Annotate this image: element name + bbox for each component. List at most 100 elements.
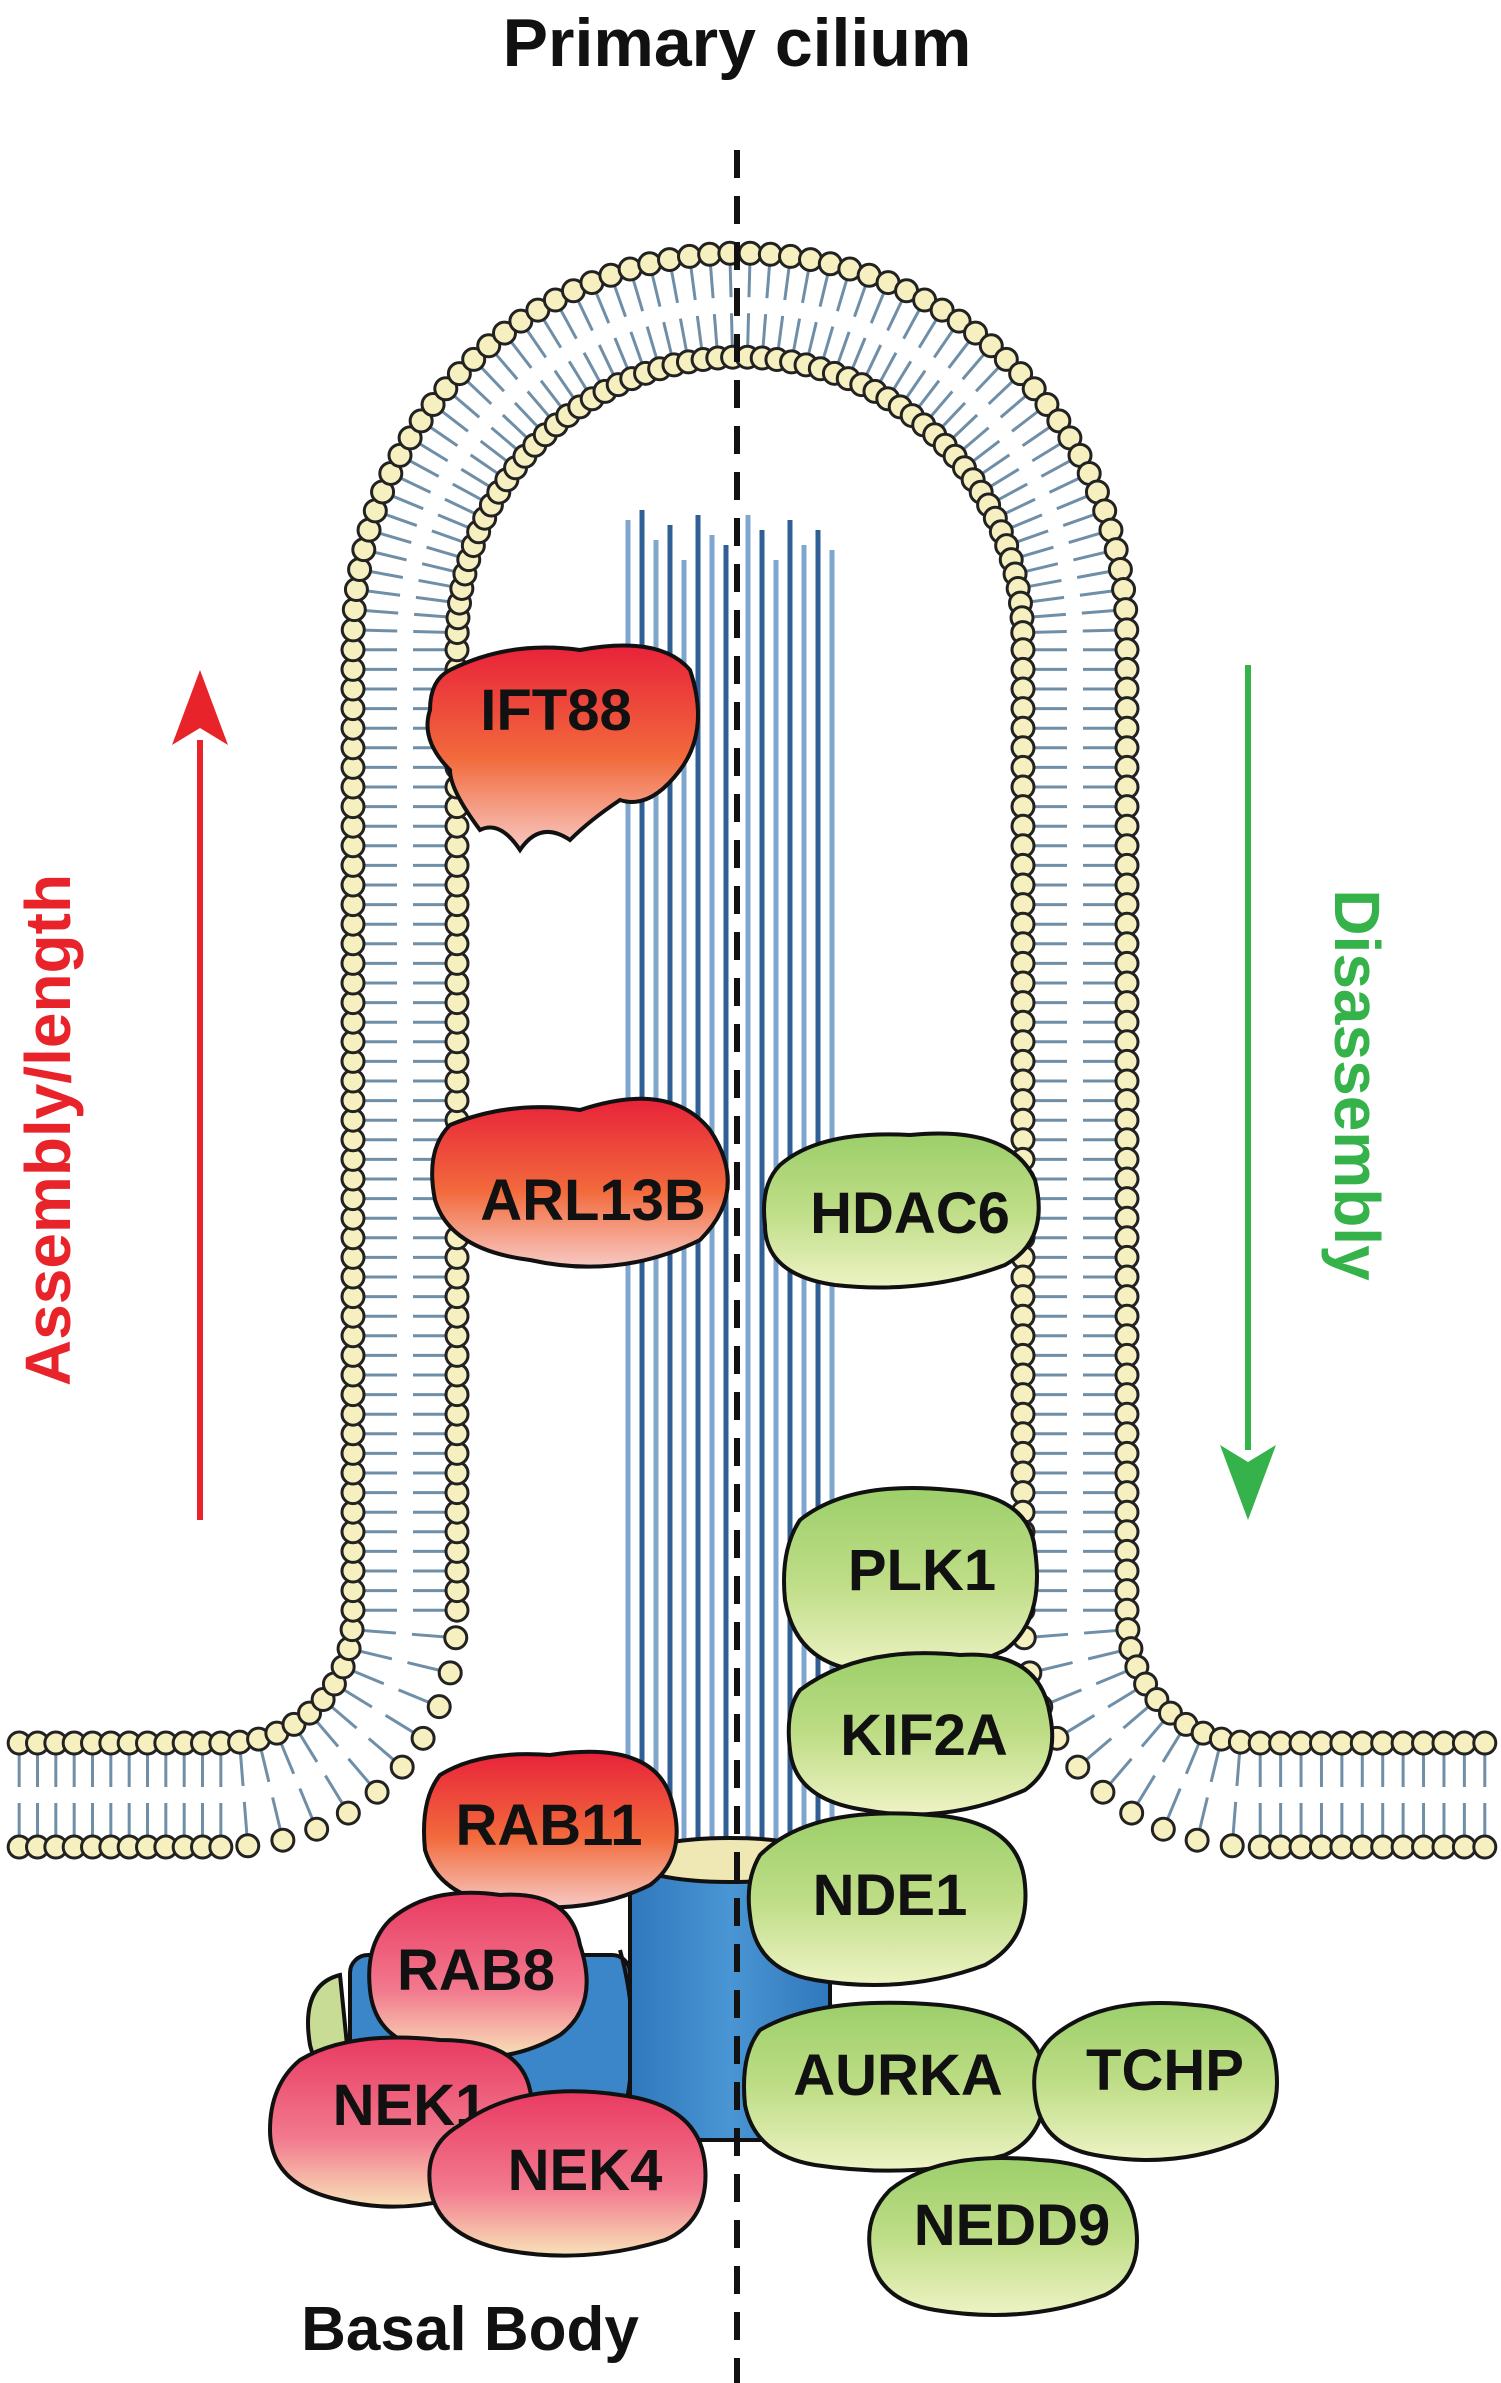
lipid-head: [410, 1725, 436, 1751]
plk1-label: PLK1: [848, 1538, 996, 1603]
lipid-head: [1111, 577, 1137, 603]
lipid-head: [1411, 1834, 1437, 1860]
tchp-label: TCHP: [1086, 2038, 1244, 2103]
arrow-down-icon: [1220, 1445, 1276, 1520]
lipid-head: [364, 1779, 390, 1805]
diagram-title: Primary cilium: [503, 5, 972, 81]
lipid-head: [946, 308, 972, 334]
lipid-head: [929, 297, 955, 323]
lipid-head: [1411, 1730, 1437, 1756]
lipid-head: [1107, 556, 1133, 582]
kif2a-label: KIF2A: [840, 1703, 1008, 1768]
lipid-head: [1451, 1834, 1477, 1860]
lipid-head: [1431, 1730, 1457, 1756]
lipid-head: [1431, 1834, 1457, 1860]
protein-aurka: AURKA: [742, 2000, 1048, 2173]
nedd9-label: NEDD9: [914, 2193, 1111, 2258]
lipid-head: [437, 1660, 463, 1686]
lipid-head: [1370, 1834, 1396, 1860]
lipid-head: [1390, 1834, 1416, 1860]
rab8-label: RAB8: [397, 1938, 555, 2003]
lipid-head: [1247, 1730, 1273, 1756]
lipid-head: [1288, 1834, 1314, 1860]
lipid-head: [347, 556, 373, 582]
lipid-head: [1113, 597, 1139, 623]
lipid-head: [798, 247, 824, 273]
lipid-head: [340, 617, 366, 643]
lipid-head: [1288, 1730, 1314, 1756]
lipid-head: [963, 320, 989, 346]
protein-nek4: NEK4: [427, 2089, 708, 2258]
lipid-head: [637, 251, 663, 277]
lipid-head: [656, 247, 682, 273]
nde1-label: NDE1: [813, 1863, 968, 1928]
lipid-head: [1034, 391, 1060, 417]
lipid-head: [1370, 1730, 1396, 1756]
protein-kif2a: KIF2A: [786, 1651, 1055, 1817]
lipid-head: [1268, 1834, 1294, 1860]
protein-ift88: IFT88: [425, 643, 700, 854]
lipid-head: [1268, 1730, 1294, 1756]
lipid-head: [1119, 1800, 1145, 1826]
nek4-label: NEK4: [508, 2138, 663, 2203]
lipid-head: [677, 243, 703, 269]
lipid-head: [737, 240, 763, 266]
lipid-head: [1247, 1834, 1273, 1860]
protein-rab8: RAB8: [367, 1890, 589, 2060]
lipid-head: [1308, 1730, 1334, 1756]
protein-rab11: RAB11: [422, 1749, 679, 1910]
lipid-head: [1150, 1816, 1176, 1842]
lipid-head: [697, 241, 723, 267]
protein-nedd9: NEDD9: [867, 2156, 1139, 2317]
lipid-head: [443, 1625, 469, 1651]
lipid-head: [270, 1827, 296, 1853]
aurka-label: AURKA: [793, 2043, 1002, 2108]
assembly-arrow: [172, 670, 228, 1520]
lipid-head: [1349, 1834, 1375, 1860]
assembly-label: Assembly/length: [12, 874, 84, 1386]
lipid-head: [1329, 1730, 1355, 1756]
lipid-head: [491, 320, 517, 346]
protein-plk1: PLK1: [782, 1486, 1039, 1677]
lipid-head: [343, 577, 369, 603]
lipid-head: [1390, 1730, 1416, 1756]
lipid-head: [408, 408, 434, 434]
arl13b-label: ARL13B: [480, 1168, 706, 1233]
lipid-head: [397, 425, 423, 451]
lipid-head: [757, 241, 783, 267]
lipid-head: [1046, 408, 1072, 434]
lipid-head: [1451, 1730, 1477, 1756]
cell-membrane: [6, 240, 1498, 1860]
protein-hdac6: HDAC6: [762, 1131, 1041, 1290]
protein-tchp: TCHP: [1032, 2001, 1279, 2162]
lipid-head: [476, 333, 502, 359]
basal-body-label: Basal Body: [301, 2295, 639, 2364]
lipid-head: [508, 308, 534, 334]
lipid-head: [1065, 1754, 1091, 1780]
lipid-head: [208, 1834, 234, 1860]
lipid-head: [304, 1816, 330, 1842]
disassembly-arrow: [1220, 665, 1276, 1520]
lipid-head: [341, 597, 367, 623]
lipid-head: [777, 243, 803, 269]
lipid-head: [426, 1694, 452, 1720]
lipid-head: [235, 1833, 261, 1859]
lipid-head: [1472, 1834, 1498, 1860]
lipid-head: [1021, 376, 1047, 402]
lipid-head: [1472, 1730, 1498, 1756]
lipid-head: [1184, 1827, 1210, 1853]
arrow-up-icon: [172, 670, 228, 745]
lipid-head: [1090, 1779, 1116, 1805]
hdac6-label: HDAC6: [810, 1181, 1010, 1246]
protein-arl13b: ARL13B: [430, 1096, 730, 1269]
lipid-head: [1349, 1730, 1375, 1756]
lipid-head: [1219, 1833, 1245, 1859]
rab11-label: RAB11: [456, 1793, 643, 1858]
lipid-head: [1103, 537, 1129, 563]
lipid-head: [1308, 1834, 1334, 1860]
lipid-head: [389, 1754, 415, 1780]
ift88-label: IFT88: [480, 678, 632, 743]
lipid-head: [1329, 1834, 1355, 1860]
lipid-head: [335, 1800, 361, 1826]
